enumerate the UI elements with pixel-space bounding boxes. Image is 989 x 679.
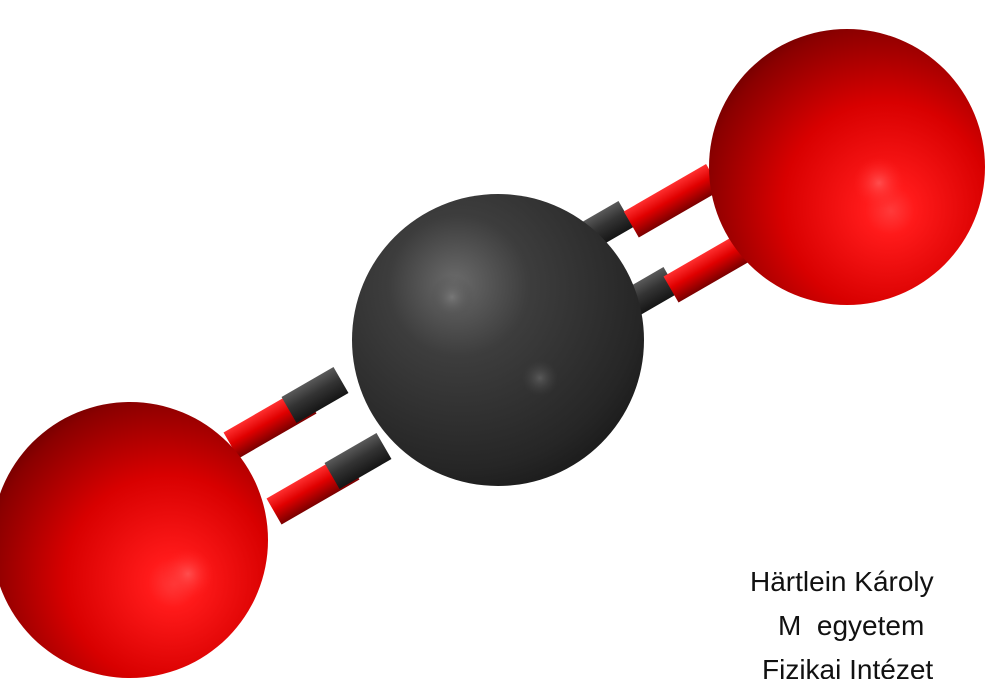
credit-line-name: Härtlein Károly — [750, 566, 934, 597]
credit-line-institute: Fizikai Intézet — [762, 654, 934, 679]
oxygen-atom-upper-right — [709, 29, 985, 305]
author-credit: Härtlein Károly M egyetem Fizikai Intéze… — [750, 560, 989, 679]
bond-carbon-oxygen-left — [223, 367, 392, 525]
carbon-atom-center — [352, 194, 644, 486]
credit-line-university: M egyetem — [778, 610, 925, 641]
oxygen-atom-lower-left — [0, 402, 268, 678]
